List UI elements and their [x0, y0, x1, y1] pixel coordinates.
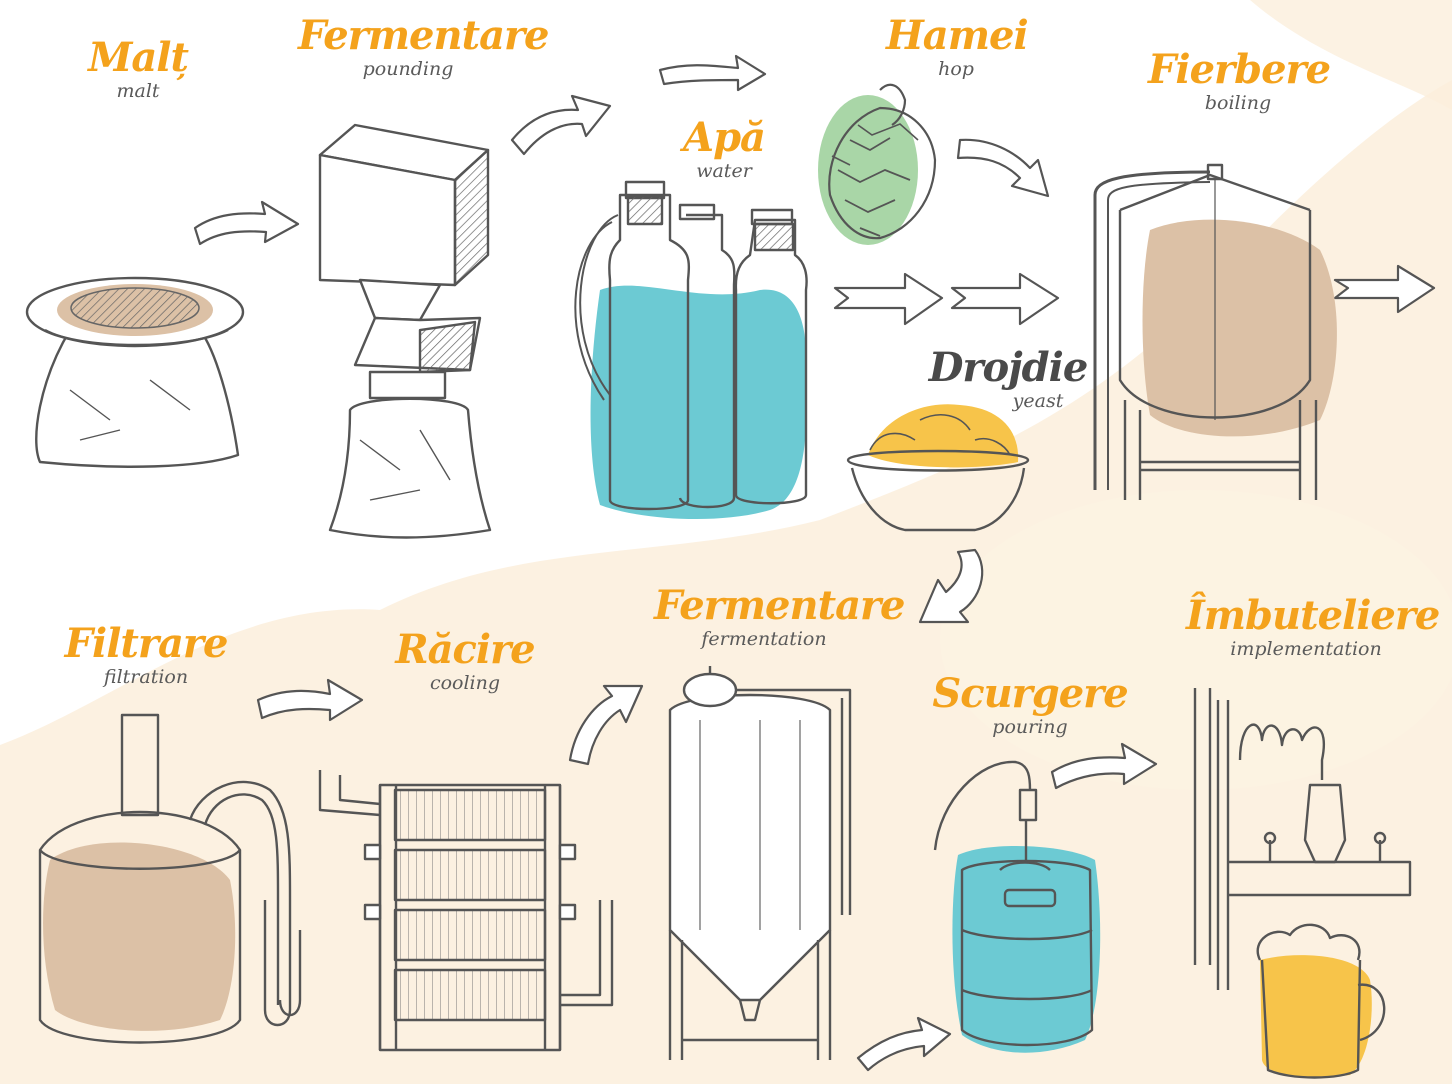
step-bottling-title: Îmbuteliere — [1186, 594, 1426, 638]
step-yeast-title: Drojdie — [928, 346, 1088, 390]
water-bottles-illustration — [575, 182, 806, 519]
step-boiling-label: Fierbere boiling — [1148, 48, 1328, 114]
step-hops-title: Hamei — [886, 14, 1026, 58]
step-malt-label: Malț malt — [68, 36, 208, 102]
step-bottling-label: Îmbuteliere implementation — [1186, 594, 1426, 660]
keg-illustration — [935, 762, 1100, 1053]
step-fermentation-subtitle: fermentation — [654, 628, 874, 650]
step-water-title: Apă — [664, 116, 784, 160]
step-pounding-subtitle: pounding — [298, 58, 518, 80]
step-pounding-label: Fermentare pounding — [298, 14, 518, 80]
step-yeast-label: Drojdie yeast — [928, 346, 1088, 412]
bottling-line-illustration — [1195, 688, 1410, 1078]
step-boiling-title: Fierbere — [1148, 48, 1328, 92]
step-hops-subtitle: hop — [886, 58, 1026, 80]
step-cooling-label: Răcire cooling — [390, 628, 540, 694]
step-filtration-title: Filtrare — [56, 622, 236, 666]
step-filtration-label: Filtrare filtration — [56, 622, 236, 688]
cooling-exchanger-illustration — [320, 770, 612, 1050]
step-filtration-subtitle: filtration — [56, 666, 236, 688]
step-water-label: Apă water — [664, 116, 784, 182]
step-cooling-title: Răcire — [390, 628, 540, 672]
step-hops-label: Hamei hop — [886, 14, 1026, 80]
step-water-subtitle: water — [664, 160, 784, 182]
step-pouring-label: Scurgere pouring — [930, 672, 1130, 738]
step-pounding-title: Fermentare — [298, 14, 518, 58]
step-cooling-subtitle: cooling — [390, 672, 540, 694]
step-yeast-subtitle: yeast — [928, 390, 1088, 412]
fermentation-tank-illustration — [670, 666, 850, 1060]
step-bottling-subtitle: implementation — [1186, 638, 1426, 660]
step-fermentation-title: Fermentare — [654, 584, 874, 628]
yeast-bowl-illustration — [848, 404, 1028, 530]
mill-illustration — [320, 125, 490, 538]
step-pouring-subtitle: pouring — [930, 716, 1130, 738]
malt-sack-illustration — [27, 278, 243, 467]
hop-cone-illustration — [818, 85, 935, 245]
step-fermentation-label: Fermentare fermentation — [654, 584, 874, 650]
boiling-tank-illustration — [1095, 165, 1337, 500]
filtration-tank-illustration — [40, 715, 300, 1043]
step-malt-title: Malț — [68, 36, 208, 80]
step-boiling-subtitle: boiling — [1148, 92, 1328, 114]
step-malt-subtitle: malt — [68, 80, 208, 102]
step-pouring-title: Scurgere — [930, 672, 1130, 716]
